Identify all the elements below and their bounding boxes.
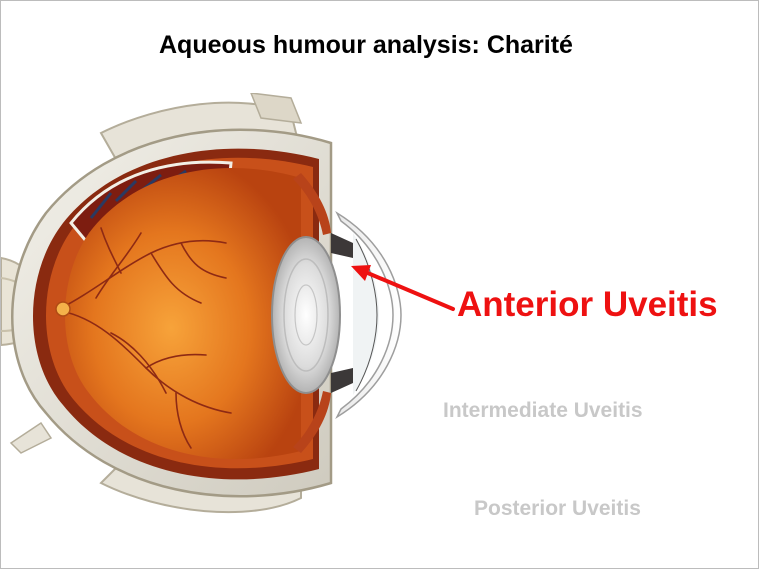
label-anterior-uveitis: Anterior Uveitis [457, 285, 718, 325]
label-intermediate-uveitis: Intermediate Uveitis [443, 399, 643, 423]
anterior-pointer-arrow-icon [341, 251, 461, 321]
label-posterior-uveitis: Posterior Uveitis [474, 497, 641, 521]
slide-title: Aqueous humour analysis: Charité [159, 31, 719, 60]
